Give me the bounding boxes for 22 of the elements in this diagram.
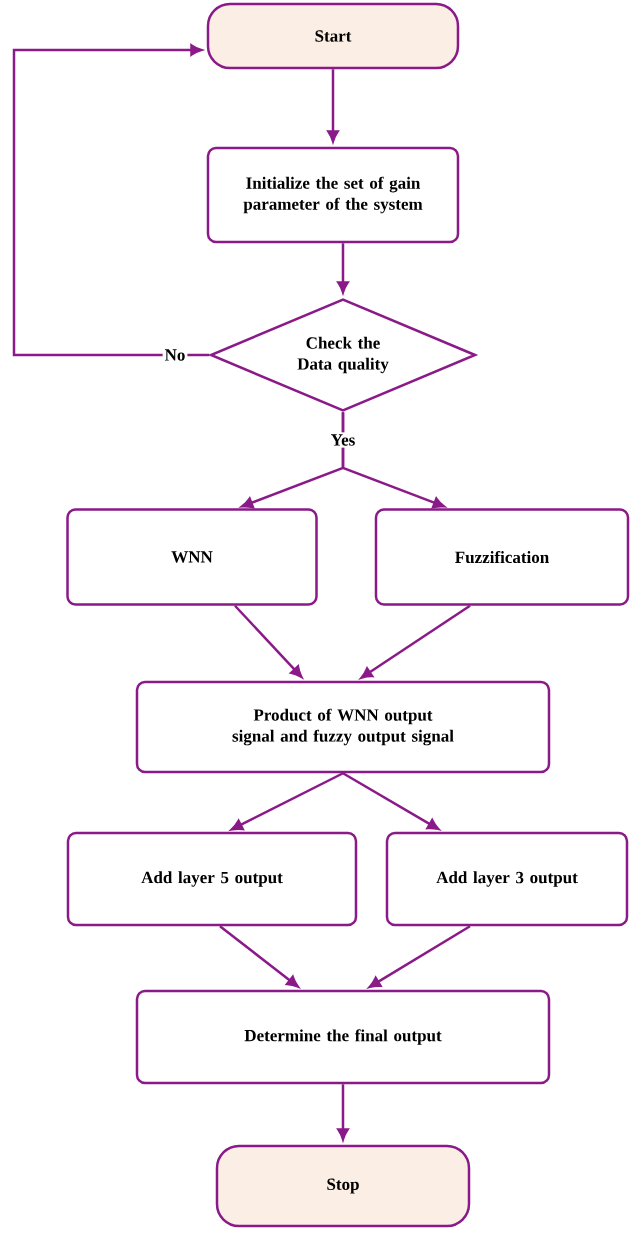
arrow <box>327 69 339 143</box>
process-box: WNN <box>66 508 318 606</box>
arrow <box>342 772 440 831</box>
arrow <box>341 412 445 509</box>
arrow <box>219 925 299 988</box>
terminal-box: Stop <box>215 1144 471 1228</box>
process-box: Add layer 3 output <box>385 831 629 927</box>
arrow <box>337 243 349 294</box>
arrow <box>368 925 471 989</box>
arrow <box>12 44 210 357</box>
process-box: Determine the final output <box>135 989 551 1085</box>
process-box: Fuzzification <box>374 508 630 606</box>
terminal-box: Start <box>206 2 460 70</box>
arrow <box>337 1084 349 1141</box>
process-box: Add layer 5 output <box>66 831 358 927</box>
arrow <box>234 604 303 678</box>
edge-label: Yes <box>328 432 358 448</box>
arrow <box>230 772 344 831</box>
process-box: Product of WNN output signal and fuzzy output signal <box>135 680 551 774</box>
process-box: Initialize the set of gain parameter of the system <box>206 146 460 244</box>
arrow <box>360 604 471 679</box>
edge-label: No <box>162 347 188 363</box>
